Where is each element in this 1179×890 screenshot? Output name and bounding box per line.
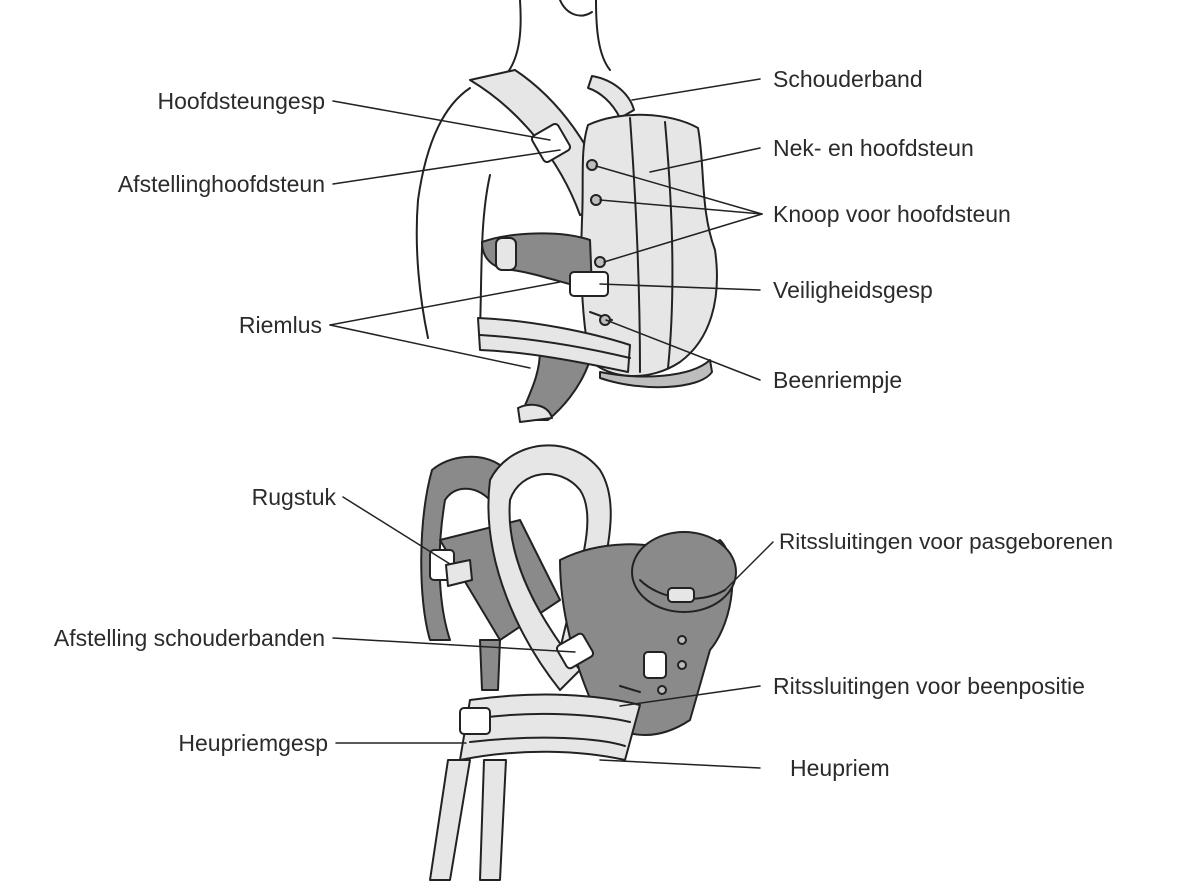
- waist-belt: [477, 317, 631, 373]
- leg-zipper: [677, 660, 687, 670]
- label-veiligheidsgesp: Veiligheidsgesp: [773, 277, 933, 303]
- carrier-front-body: [580, 113, 718, 378]
- head-support-button: [586, 159, 598, 171]
- label-heupriemgesp: Heupriemgesp: [178, 730, 328, 756]
- worn-carrier-illustration: [415, 0, 718, 423]
- label-riemlus: Riemlus: [238, 312, 322, 338]
- label-beenriempje: Beenriempje: [773, 367, 903, 393]
- label-schouderband: Schouderband: [773, 66, 923, 92]
- hip-belt-buckle: [459, 707, 491, 735]
- label-afstellinghoofdsteun: Afstellinghoofdsteun: [117, 171, 325, 197]
- shoulder-strap-right: [587, 75, 635, 119]
- leg-zipper: [677, 635, 687, 645]
- hip-belt: [459, 693, 641, 761]
- leader-lines: [329, 78, 774, 769]
- label-heupriem: Heupriem: [790, 755, 890, 781]
- label-ritssluitingen-voor-pasgeborenen: Ritssluitingen voor pasgeborenen: [779, 529, 1113, 554]
- label-nek-en-hoofdsteun: Nek- en hoofdsteun: [773, 135, 974, 161]
- wearer-neck: [507, 0, 522, 73]
- label-hoofdsteungesp: Hoofdsteungesp: [157, 88, 325, 114]
- label-ritssluitingen-voor-beenpositie: Ritssluitingen voor beenpositie: [773, 673, 1085, 699]
- shoulder-adjuster: [643, 651, 667, 679]
- label-rugstuk: Rugstuk: [251, 484, 336, 510]
- carrier-standalone-illustration: [420, 444, 737, 881]
- shoulder-adjuster: [555, 632, 595, 670]
- hip-belt-end: [429, 759, 471, 881]
- label-afstelling-schouderbanden: Afstelling schouderbanden: [53, 625, 325, 651]
- leg-zipper: [657, 685, 667, 695]
- wearer-left-arm: [415, 87, 471, 339]
- label-knoop-voor-hoofdsteun: Knoop voor hoofdsteun: [773, 201, 1011, 227]
